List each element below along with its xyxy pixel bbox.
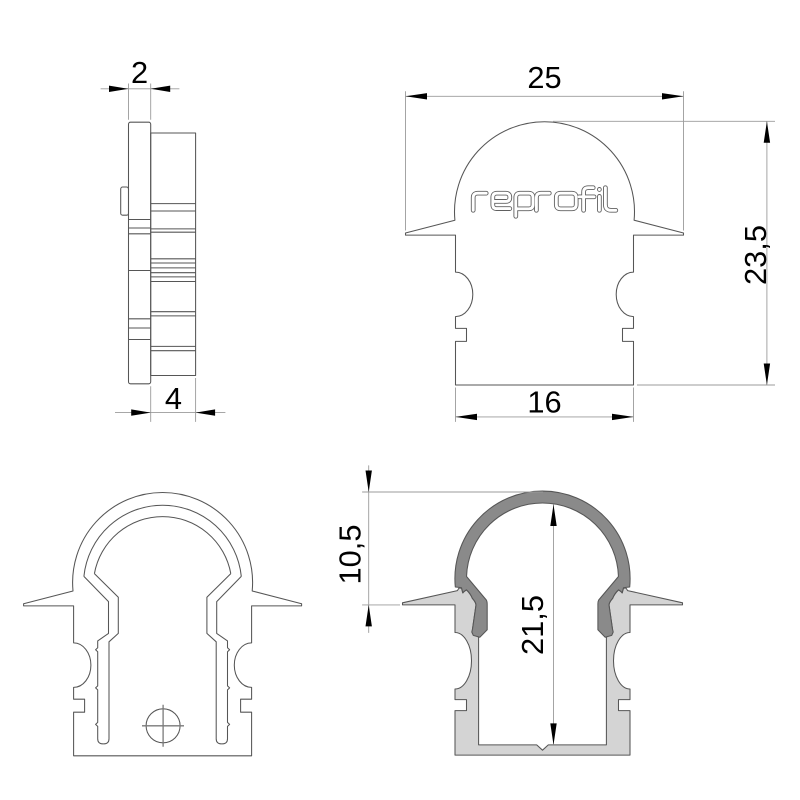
svg-text:10,5: 10,5: [333, 525, 368, 585]
svg-text:2: 2: [131, 55, 148, 90]
svg-text:25: 25: [527, 60, 561, 95]
svg-text:4: 4: [165, 381, 182, 416]
svg-text:16: 16: [527, 385, 561, 420]
svg-text:23,5: 23,5: [738, 225, 773, 285]
svg-text:21,5: 21,5: [515, 595, 550, 655]
